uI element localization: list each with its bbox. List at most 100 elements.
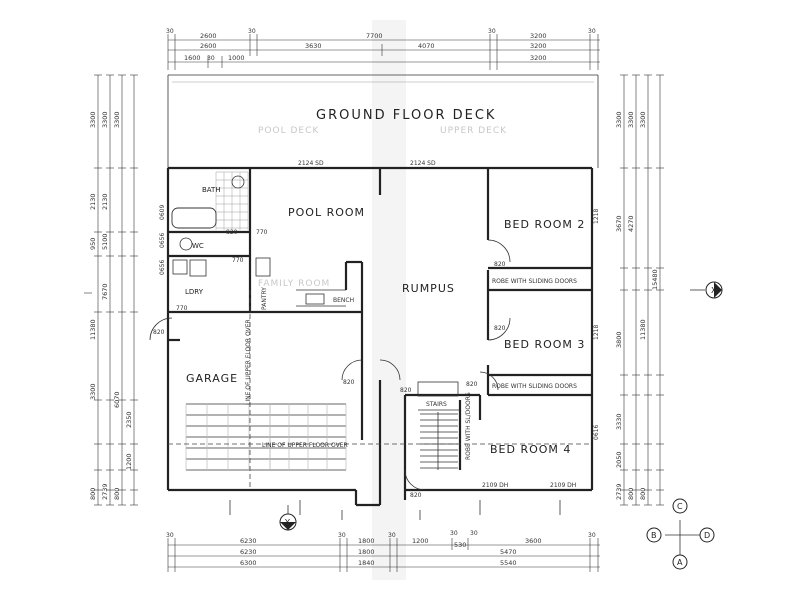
dim-top-r1-3: 3200 <box>530 42 547 50</box>
dim-top-r0-0: 2600 <box>200 32 217 40</box>
elevation-label-b: B <box>651 531 657 540</box>
window-code-pool2: 770 <box>256 229 268 236</box>
door-swings <box>149 239 511 491</box>
fridge-box <box>255 257 271 277</box>
dim-left-bottom-1: 2739 <box>101 483 109 500</box>
room-label-deck: GROUND FLOOR DECK <box>316 108 496 123</box>
dim-top-r1-0: 2600 <box>200 42 217 50</box>
dim-right-bottom-2: 800 <box>639 488 647 500</box>
dim-bottom-r2-2: 5540 <box>500 559 517 567</box>
room-label-stairs: STAIRS <box>426 401 447 408</box>
interior-walls <box>168 168 592 470</box>
dim-bottom-r2-0: 6300 <box>240 559 257 567</box>
dim-left-c-2: 2350 <box>125 411 133 428</box>
dim-top-r2-0: 1600 <box>184 54 201 62</box>
dim-top-r0-1: 7700 <box>366 32 383 40</box>
dim-left-a-1: 2130 <box>89 193 97 210</box>
door-width-6: 820 <box>466 381 478 388</box>
dim-left-c-0: 3300 <box>113 111 121 128</box>
laundry-tub <box>172 259 188 275</box>
elevation-marker-c <box>672 498 688 514</box>
ghost-text-room: FAMILY ROOM <box>258 279 330 289</box>
toilet <box>179 237 193 251</box>
ghost-text-deck-b: UPPER DECK <box>440 126 507 136</box>
left-dimensions: 3300 2130 950 3300 11380 3300 2130 5100 … <box>84 74 138 506</box>
dim-left-c-1: 6070 <box>113 391 121 408</box>
robe-label-bed2: ROBE WITH SLIDING DOORS <box>492 278 577 285</box>
dim-bottom-r2-1: 1840 <box>358 559 375 567</box>
elevation-marker-d <box>699 527 715 543</box>
note-sd-right: 2124 SD <box>410 160 436 167</box>
basin <box>231 175 245 189</box>
window-code-bed4: 0616 <box>593 425 600 440</box>
dim-left-b-3: 7670 <box>101 283 109 300</box>
dim-bottom-r0-0: 6230 <box>240 537 257 545</box>
dim-right-a-0: 3300 <box>615 111 623 128</box>
dim-bottom-small-2: 30 <box>388 532 396 539</box>
room-label-garage: GARAGE <box>186 372 238 385</box>
window-code-bath: 0609 <box>159 205 166 220</box>
dim-right-bottom-0: 2739 <box>615 483 623 500</box>
dim-bottom-r0-1: 1800 <box>358 537 375 545</box>
window-code-ldry2: 770 <box>176 305 188 312</box>
dim-right-b-0: 3300 <box>627 111 635 128</box>
kitchen-sink <box>305 293 325 305</box>
elevation-label-c: C <box>677 502 683 511</box>
dim-left-b-1: 2130 <box>101 193 109 210</box>
dim-right-a-3: 3330 <box>615 413 623 430</box>
dim-top-r1-1: 3630 <box>305 42 322 50</box>
dim-bottom-small-5: 30 <box>588 532 596 539</box>
right-dimensions: 3300 3670 3800 3330 2050 3300 4270 11380… <box>615 74 664 506</box>
bathtub <box>171 207 217 229</box>
dim-right-b-2: 11380 <box>639 319 647 340</box>
dim-left-bottom-2: 800 <box>113 488 121 500</box>
dim-left-b-2: 5100 <box>101 233 109 250</box>
dim-bottom-r1-0: 6230 <box>240 548 257 556</box>
robe-label-bed3: ROBE WITH SLIDING DOORS <box>492 383 577 390</box>
ghost-text-deck-a: POOL DECK <box>258 126 319 136</box>
room-label-bed2: BED ROOM 2 <box>504 218 585 231</box>
window-code-bed2: 1218 <box>593 209 600 224</box>
dim-top-r2-1: 1000 <box>228 54 245 62</box>
marker-y-label: Y <box>284 518 290 527</box>
dim-bottom-small-0: 30 <box>166 532 174 539</box>
dim-top-small-1: 30 <box>248 28 256 35</box>
robe-label-bed4: ROBE WITH SL/DOORS <box>465 392 472 460</box>
dim-top-r0-2: 3200 <box>530 32 547 40</box>
entry-lines <box>229 500 561 520</box>
door-width-2: 820 <box>343 379 355 386</box>
dim-bottom-small-4: 30 <box>470 530 478 537</box>
elevation-compass: C B D A <box>646 498 715 570</box>
dim-right-a-2: 3800 <box>615 331 623 348</box>
room-label-bath: BATH <box>202 186 221 194</box>
dim-top-r1-2: 4070 <box>418 42 435 50</box>
section-marker-y: Y <box>279 505 297 531</box>
dim-bottom-small-1: 30 <box>338 532 346 539</box>
dim-left-a-4: 11380 <box>89 319 97 340</box>
elevation-label-a: A <box>677 558 683 567</box>
top-dimensions: 2600 7700 3200 2600 3630 4070 3200 1600 … <box>166 28 600 70</box>
elevation-marker-b <box>646 527 662 543</box>
room-label-bed4: BED ROOM 4 <box>490 443 571 456</box>
dim-right-b-1: 4270 <box>627 215 635 232</box>
window-code-wc: 0656 <box>159 233 166 248</box>
dim-right-c-0: 3300 <box>639 111 647 128</box>
dim-bottom-small-3: 30 <box>450 530 458 537</box>
note-sd-left: 2124 SD <box>298 160 324 167</box>
door-width-1: 820 <box>153 329 165 336</box>
elevation-marker-a <box>672 554 688 570</box>
bottom-dimensions: 6230 1800 1200 530 3600 6230 1800 5470 6… <box>166 530 600 572</box>
dim-right-bottom-1: 800 <box>627 488 635 500</box>
note-dh-left: 2109 DH <box>482 482 508 489</box>
room-label-rumpus: RUMPUS <box>402 282 455 295</box>
dim-left-a-2: 950 <box>89 238 97 250</box>
laundry-machine <box>189 259 207 277</box>
dim-bottom-r0-3: 530 <box>454 541 466 549</box>
note-upper-floor-h: LINE OF UPPER FLOOR OVER <box>262 442 348 449</box>
door-width-4: 820 <box>494 261 506 268</box>
section-marker-x: X <box>690 281 723 299</box>
dim-bottom-r0-4: 3600 <box>525 537 542 545</box>
page-fold-shade <box>372 20 406 580</box>
door-width-5: 820 <box>494 325 506 332</box>
room-label-pantry: PANTRY <box>261 287 268 310</box>
